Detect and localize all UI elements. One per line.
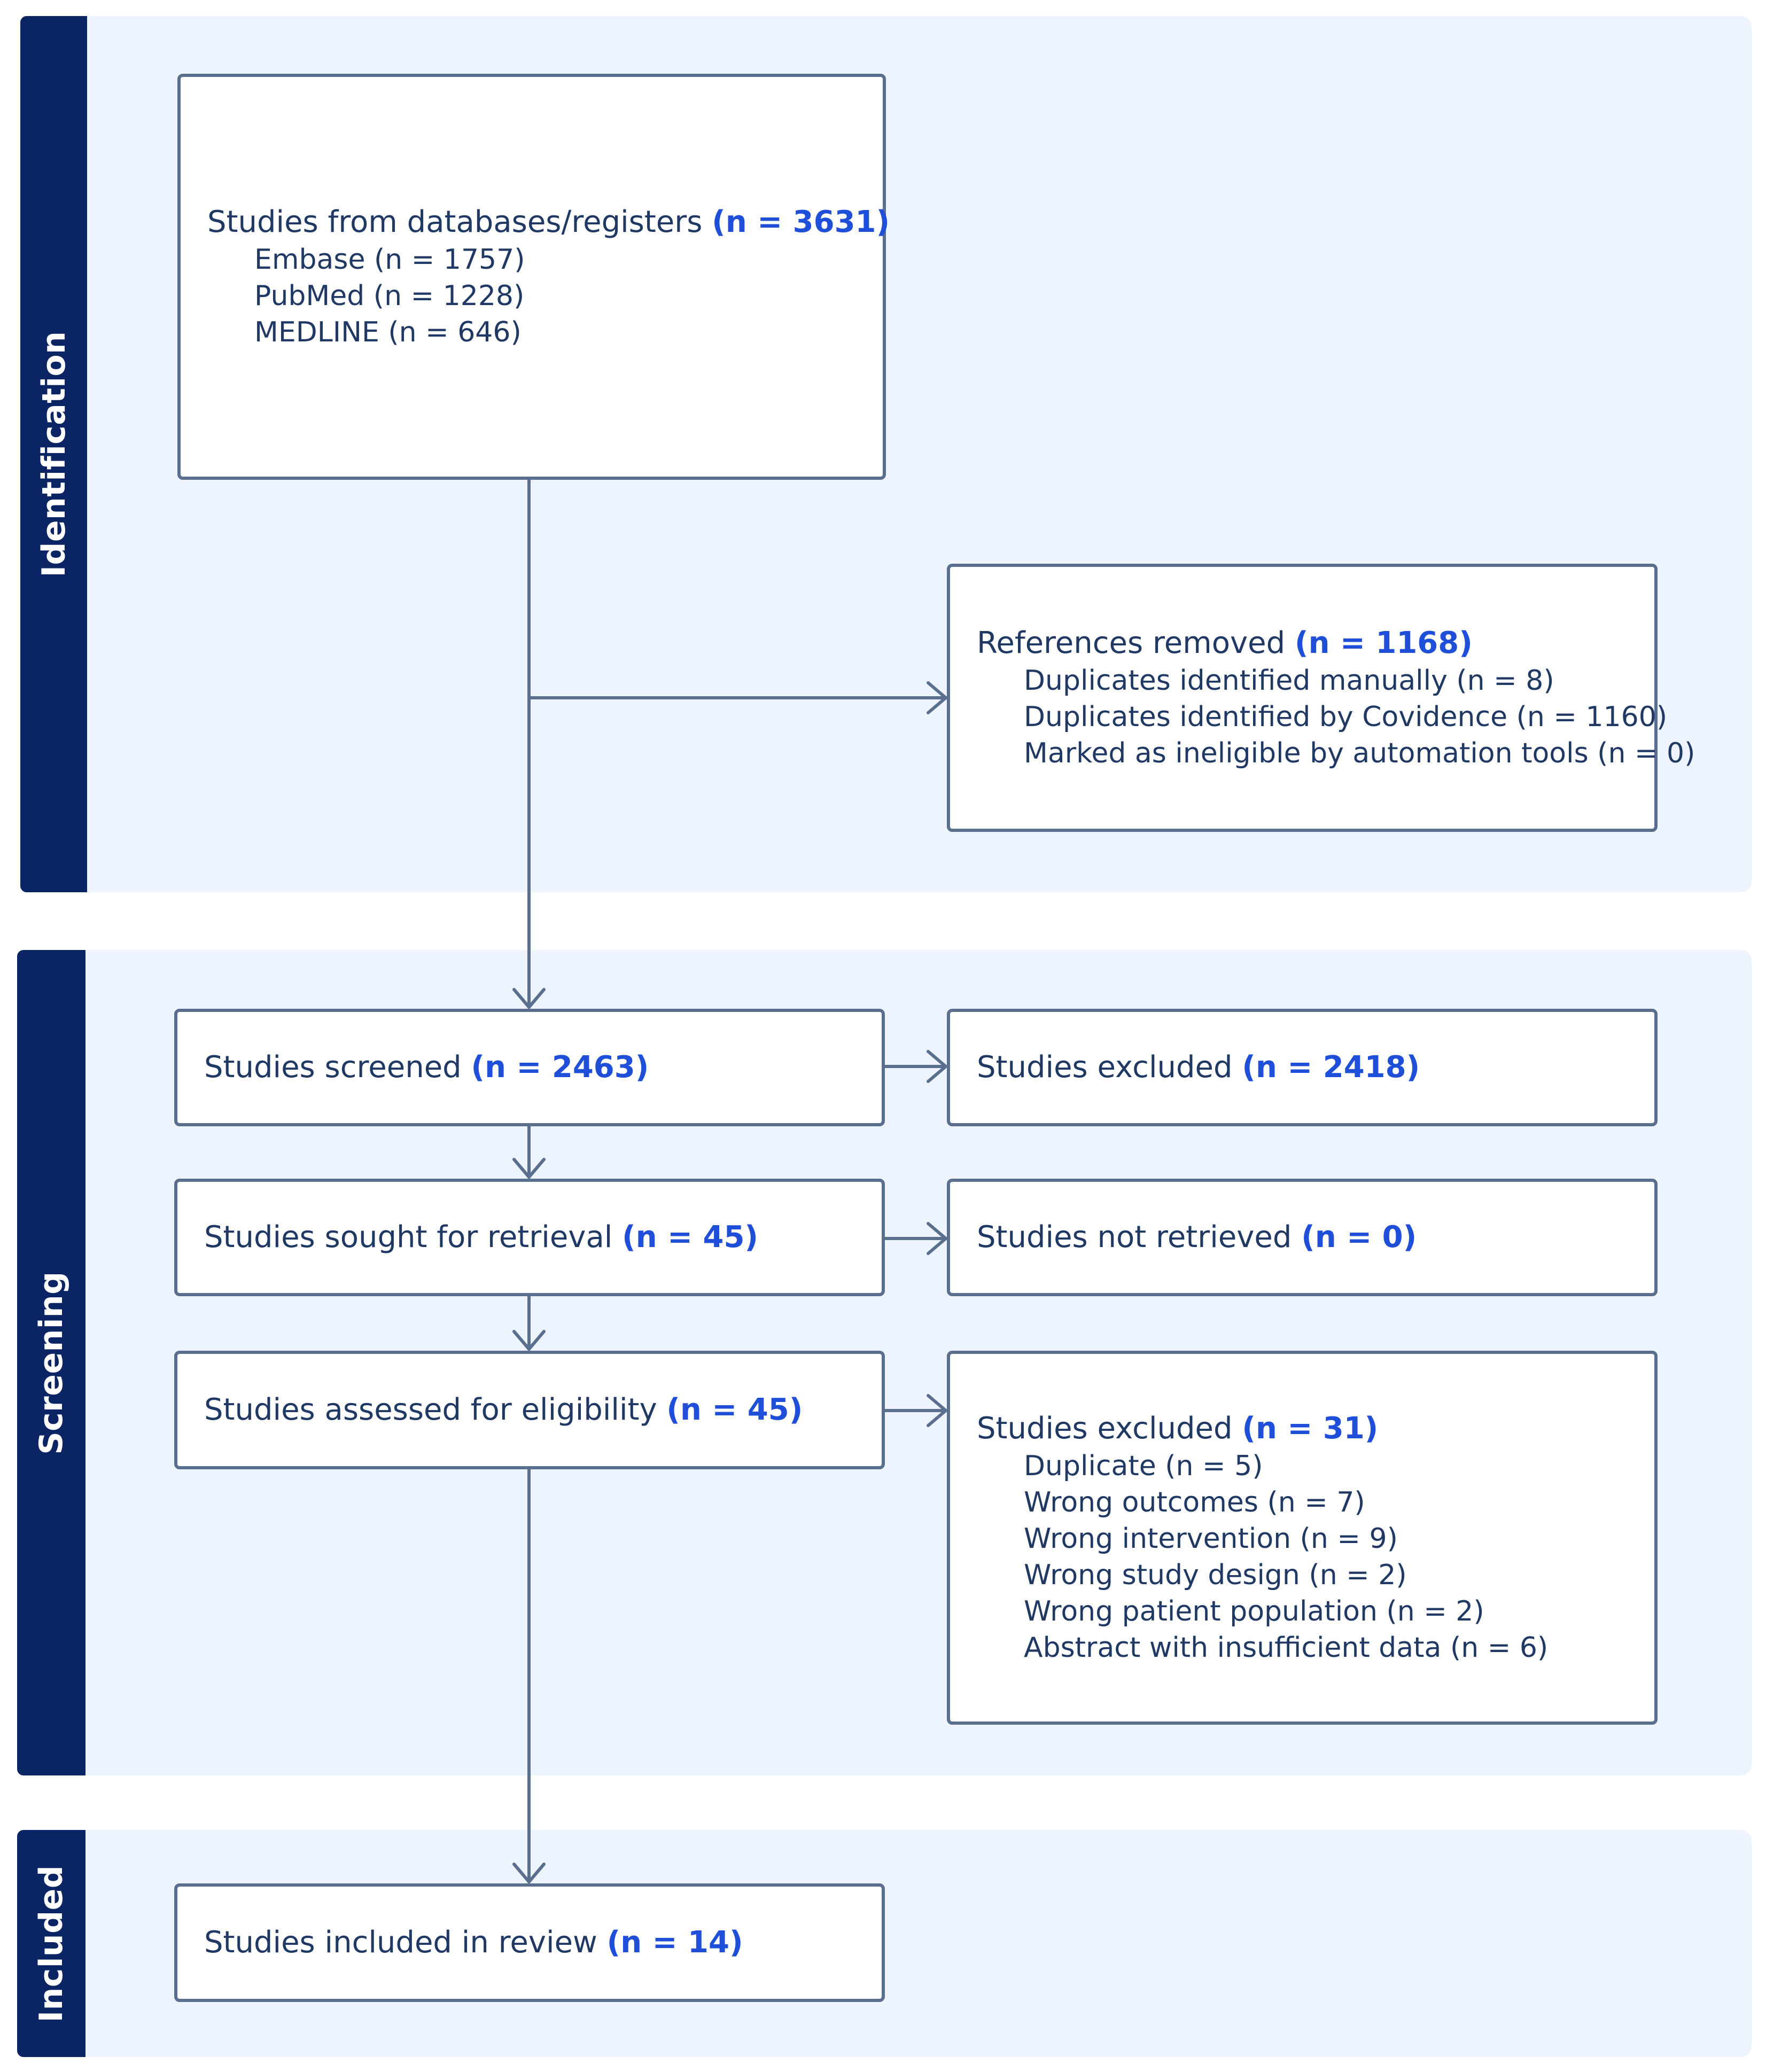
arrowhead-not-retrieved <box>927 1222 947 1255</box>
sought-title: Studies sought for retrieval <box>204 1220 613 1255</box>
sought-title-line: Studies sought for retrieval (n = 45) <box>204 1218 855 1257</box>
screening-bar: Screening <box>17 950 85 1775</box>
removed-item-automation: Marked as ineligible by automation tools… <box>1024 737 1695 769</box>
identification-item-embase: Embase (n = 1757) <box>254 244 525 276</box>
arrowhead-excluded-screen <box>927 1050 947 1083</box>
arrowhead-screened <box>512 988 546 1009</box>
studies-sought-box: Studies sought for retrieval (n = 45) <box>174 1179 885 1296</box>
identification-title: Studies from databases/registers <box>207 205 703 239</box>
references-removed-box: References removed (n = 1168) Duplicates… <box>947 564 1695 832</box>
excluded-elig-title-line: Studies excluded (n = 31) <box>977 1409 1628 1448</box>
assessed-title: Studies assessed for eligibility <box>204 1392 657 1427</box>
excluded-reason-insufficient-data: Abstract with insufficient data (n = 6) <box>1024 1632 1549 1664</box>
screened-title: Studies screened <box>204 1050 462 1085</box>
excluded-screen-title: Studies excluded <box>977 1050 1233 1085</box>
sought-count: (n = 45) <box>622 1220 759 1255</box>
studies-screened-box: Studies screened (n = 2463) <box>174 1009 885 1126</box>
excluded-reason-intervention: Wrong intervention (n = 9) <box>1024 1523 1398 1555</box>
identification-title-line: Studies from databases/registers (n = 36… <box>207 203 890 242</box>
removed-count: (n = 1168) <box>1294 626 1473 660</box>
not-retrieved-title: Studies not retrieved <box>977 1220 1292 1255</box>
excluded-screen-title-line: Studies excluded (n = 2418) <box>977 1048 1628 1087</box>
not-retrieved-count: (n = 0) <box>1301 1220 1417 1255</box>
included-count: (n = 14) <box>606 1925 743 1960</box>
identification-item-pubmed: PubMed (n = 1228) <box>254 280 525 312</box>
identification-count: (n = 3631) <box>712 205 890 239</box>
identification-box: Studies from databases/registers (n = 36… <box>177 74 890 480</box>
studies-not-retrieved-box: Studies not retrieved (n = 0) <box>947 1179 1658 1296</box>
included-title: Studies included in review <box>204 1925 597 1960</box>
excluded-reason-study-design: Wrong study design (n = 2) <box>1024 1559 1407 1591</box>
arrowhead-excluded-elig <box>927 1394 947 1427</box>
excluded-reason-population: Wrong patient population (n = 2) <box>1024 1595 1484 1627</box>
studies-included-box: Studies included in review (n = 14) <box>174 1883 885 2002</box>
studies-excluded-screen-box: Studies excluded (n = 2418) <box>947 1009 1658 1126</box>
removed-title: References removed <box>977 626 1286 660</box>
removed-item-manual: Duplicates identified manually (n = 8) <box>1024 665 1554 697</box>
assessed-title-line: Studies assessed for eligibility (n = 45… <box>204 1391 855 1429</box>
arrowhead-included <box>512 1863 546 1883</box>
excluded-screen-count: (n = 2418) <box>1242 1050 1420 1085</box>
removed-item-covidence: Duplicates identified by Covidence (n = … <box>1024 701 1668 733</box>
arrowhead-assessed <box>512 1330 546 1351</box>
arrowhead-removed <box>927 681 947 714</box>
included-bar: Included <box>17 1830 85 2057</box>
excluded-elig-count: (n = 31) <box>1242 1411 1379 1446</box>
excluded-reason-outcomes: Wrong outcomes (n = 7) <box>1024 1486 1365 1518</box>
screened-count: (n = 2463) <box>471 1050 649 1085</box>
arrowhead-sought <box>512 1158 546 1179</box>
studies-excluded-eligibility-box: Studies excluded (n = 31) Duplicate (n =… <box>947 1351 1658 1725</box>
not-retrieved-title-line: Studies not retrieved (n = 0) <box>977 1218 1628 1257</box>
identification-item-medline: MEDLINE (n = 646) <box>254 316 522 348</box>
excluded-elig-title: Studies excluded <box>977 1411 1233 1446</box>
screened-title-line: Studies screened (n = 2463) <box>204 1048 855 1087</box>
studies-assessed-box: Studies assessed for eligibility (n = 45… <box>174 1351 885 1469</box>
assessed-count: (n = 45) <box>666 1392 803 1427</box>
included-title-line: Studies included in review (n = 14) <box>204 1923 855 1962</box>
excluded-reason-duplicate: Duplicate (n = 5) <box>1024 1450 1263 1482</box>
identification-bar: Identification <box>20 16 87 892</box>
removed-title-line: References removed (n = 1168) <box>977 624 1628 663</box>
